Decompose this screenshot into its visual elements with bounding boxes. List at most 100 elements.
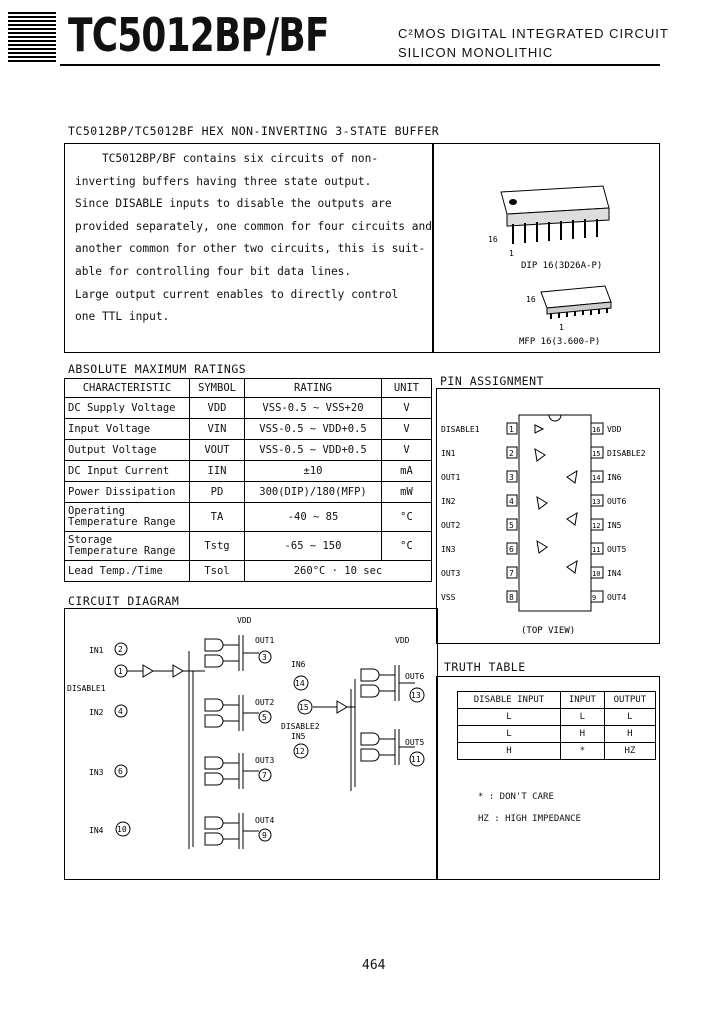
dip-package-label: DIP 16(3D26A-P) <box>521 261 602 271</box>
pin-box <box>506 470 518 483</box>
pin-label-left: OUT3 <box>441 569 460 578</box>
label-out4: OUT4 <box>255 816 274 825</box>
pin-box <box>590 446 604 459</box>
pin-box <box>506 518 518 531</box>
pin-out4: 9 <box>262 831 267 840</box>
truth-cell: L <box>559 708 605 726</box>
dip-package-icon <box>500 185 610 244</box>
pin-in3: 6 <box>118 767 123 776</box>
label-in5: IN5 <box>291 732 306 741</box>
pin-number: 4 <box>509 497 514 506</box>
pin-label-left: VSS <box>441 593 456 602</box>
pin-box <box>590 542 604 555</box>
top-view-label: (TOP VIEW) <box>521 626 575 636</box>
pin-box <box>506 542 518 555</box>
pin-label-right: IN6 <box>607 473 622 482</box>
rating-cell: -65 ~ 150 <box>244 531 382 561</box>
nor-gate-icon <box>204 654 224 668</box>
pin-label-left: OUT2 <box>441 521 460 530</box>
nand-gate-icon <box>360 668 380 682</box>
pin-number: 12 <box>592 522 600 530</box>
rating-cell: VSS-0.5 ~ VDD+0.5 <box>244 418 382 440</box>
pin-number: 16 <box>592 426 600 434</box>
label-vdd-2: VDD <box>395 636 410 645</box>
unit-cell: mW <box>381 481 432 503</box>
desc-line: able for controlling four bit data lines… <box>75 264 352 278</box>
pin-in5: 12 <box>295 747 305 756</box>
unit-cell: mA <box>381 460 432 482</box>
char-cell: DC Supply Voltage <box>64 397 190 419</box>
label-in1: IN1 <box>89 646 104 655</box>
pin-out5: 11 <box>411 755 421 764</box>
pin-number: 10 <box>592 570 600 578</box>
unit-cell: V <box>381 439 432 461</box>
circuit-diagram-title: CIRCUIT DIAGRAM <box>68 594 180 608</box>
desc-line: one TTL input. <box>75 310 170 324</box>
label-disable2: DISABLE2 <box>281 722 320 731</box>
label-in6: IN6 <box>291 660 306 669</box>
unit-cell: V <box>381 418 432 440</box>
pin-box <box>506 494 518 507</box>
pin-in6: 14 <box>295 679 305 688</box>
label-out3: OUT3 <box>255 756 274 765</box>
ratings-header-cell: RATING <box>244 378 382 398</box>
package-box: 16 1 DIP 16(3D26A-P) 16 1 MFP 16(3.600-P… <box>432 143 660 353</box>
char-cell: Power Dissipation <box>64 481 190 503</box>
pin-out6: 13 <box>411 691 421 700</box>
pin-dis1: 1 <box>118 667 123 676</box>
truth-header-cell: OUTPUT <box>603 691 657 709</box>
ratings-table: CHARACTERISTIC SYMBOL RATING UNIT DC Sup… <box>64 378 432 582</box>
pin-number: 7 <box>509 569 514 578</box>
nor-gate-icon <box>204 714 224 728</box>
ratings-header-cell: CHARACTERISTIC <box>64 378 190 398</box>
char-cell: Storage Temperature Range <box>64 531 190 561</box>
pin-box <box>506 422 518 435</box>
truth-header-cell: INPUT <box>559 691 605 709</box>
pin-label-right: VDD <box>607 425 622 434</box>
description-box: TC5012BP/BF contains six circuits of non… <box>64 143 434 353</box>
ratings-title: ABSOLUTE MAXIMUM RATINGS <box>68 362 247 376</box>
pin-number: 2 <box>509 449 514 458</box>
symbol-cell: VDD <box>189 397 245 419</box>
unit-cell: V <box>381 397 432 419</box>
truth-cell: L <box>457 708 561 726</box>
pin-box <box>590 494 604 507</box>
rating-cell: -40 ~ 85 <box>244 502 382 532</box>
pin-out2: 5 <box>262 713 267 722</box>
pin-number: 14 <box>592 474 600 482</box>
char-cell: DC Input Current <box>64 460 190 482</box>
unit-cell: °C <box>381 531 432 561</box>
truth-cell: * <box>559 742 605 760</box>
dip-pin1-label: 1 <box>509 249 514 258</box>
circuit-diagram: 2 1 4 6 10 IN1 DISABLE1 IN2 IN3 IN4 VDD … <box>67 616 425 849</box>
truth-table-title: TRUTH TABLE <box>444 660 526 674</box>
section-title: TC5012BP/TC5012BF HEX NON-INVERTING 3-ST… <box>68 124 440 138</box>
truth-note-dont-care: * : DON'T CARE <box>478 792 554 802</box>
nand-gate-icon <box>360 732 380 746</box>
symbol-cell: Tsol <box>189 560 245 582</box>
pin-label-left: IN2 <box>441 497 456 506</box>
char-cell: Output Voltage <box>64 439 190 461</box>
desc-line: Since DISABLE inputs to disable the outp… <box>75 197 392 211</box>
symbol-cell: VOUT <box>189 439 245 461</box>
desc-line: another common for other two circuits, t… <box>75 242 426 256</box>
pin-label-left: IN1 <box>441 449 456 458</box>
pin-box <box>590 470 604 483</box>
pin-label-left: OUT1 <box>441 473 460 482</box>
char-cell: Operating Temperature Range <box>64 502 190 532</box>
dip-pin16-label: 16 <box>488 235 498 244</box>
pin-in2: 4 <box>118 707 123 716</box>
pin-number: 3 <box>509 473 514 482</box>
char-cell: Lead Temp./Time <box>64 560 190 582</box>
pin-number: 1 <box>509 425 514 434</box>
pin-assignment-title: PIN ASSIGNMENT <box>440 374 544 388</box>
pin-number: 13 <box>592 498 600 506</box>
pin-number: 8 <box>509 593 514 602</box>
label-out1: OUT1 <box>255 636 274 645</box>
